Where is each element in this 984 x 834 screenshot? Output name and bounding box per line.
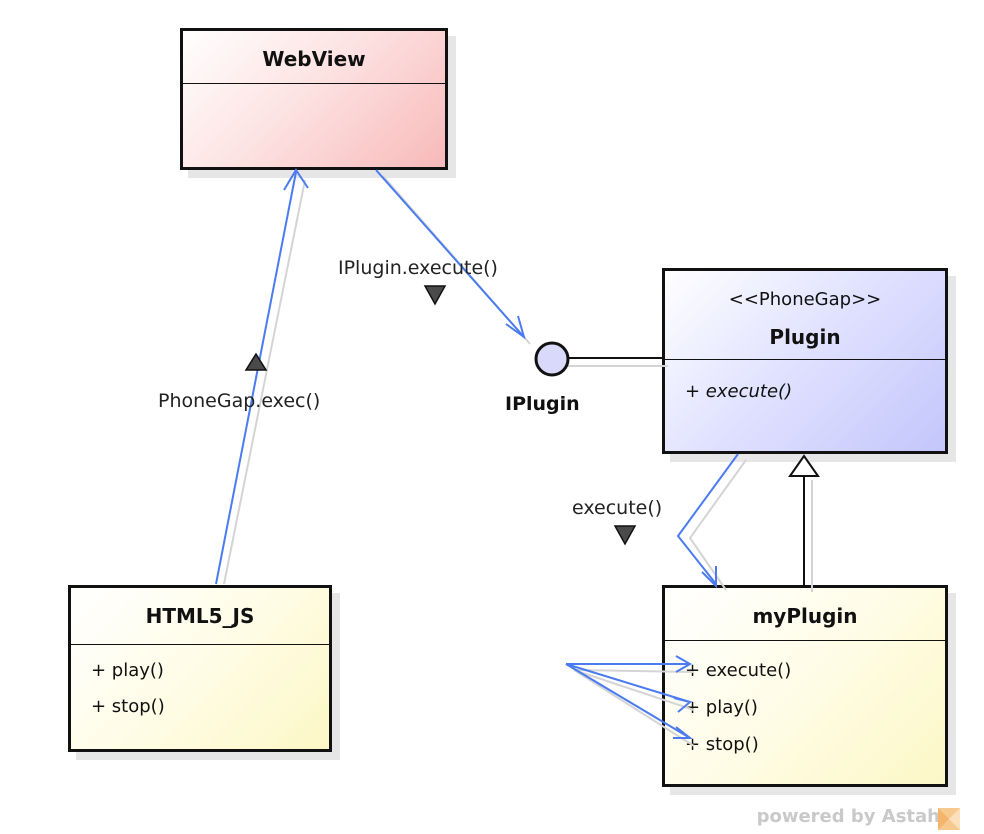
webview-class-name: WebView	[262, 47, 366, 71]
direction-triangle-down-icon	[613, 525, 637, 546]
message-arrowhead-phonegap-exec	[283, 168, 309, 191]
webview-separator	[183, 83, 445, 84]
myplugin-separator	[665, 640, 945, 641]
message-line-iplugin-execute[interactable]	[375, 169, 525, 338]
connector-shadows	[223, 175, 813, 592]
html5-js-operation-stop: + stop()	[91, 696, 165, 717]
myplugin-operation-execute: + execute()	[685, 660, 792, 681]
html5-js-separator	[71, 644, 329, 645]
message-label-iplugin-execute: IPlugin.execute()	[338, 257, 498, 279]
webview-class[interactable]: WebView	[180, 28, 448, 170]
self-message-lines[interactable]	[565, 655, 693, 739]
myplugin-class-name: myPlugin	[752, 604, 858, 628]
direction-triangle-up-icon	[244, 352, 268, 371]
myplugin-operation-play: + play()	[685, 697, 758, 718]
message-line-phonegap-exec[interactable]	[215, 171, 297, 585]
html5-js-class[interactable]: HTML5_JS + play() + stop()	[68, 585, 332, 752]
generalization-arrowhead-icon	[788, 454, 820, 477]
html5-js-operation-play: + play()	[91, 660, 164, 681]
interface-label-iplugin: IPlugin	[505, 393, 580, 415]
powered-by-label: powered by Astah	[756, 806, 940, 827]
plugin-class-name: Plugin	[769, 325, 841, 349]
message-label-execute: execute()	[572, 497, 663, 519]
message-arrowhead-iplugin-execute	[505, 315, 526, 340]
myplugin-operation-stop: + stop()	[685, 734, 759, 755]
message-label-phonegap-exec: PhoneGap.exec()	[158, 390, 321, 412]
self-message-shadows	[573, 669, 695, 747]
astah-logo-icon	[938, 808, 960, 830]
plugin-separator	[665, 359, 945, 360]
plugin-class[interactable]: <<PhoneGap>> Plugin + execute()	[662, 268, 948, 454]
plugin-operation-execute: + execute()	[685, 381, 793, 402]
myplugin-class[interactable]: myPlugin + execute() + play() + stop()	[662, 585, 948, 787]
html5-js-class-name: HTML5_JS	[145, 604, 255, 628]
message-arrowhead-execute	[701, 566, 717, 589]
direction-triangle-down-icon	[423, 285, 447, 306]
message-line-execute[interactable]	[676, 453, 739, 585]
plugin-stereotype: <<PhoneGap>>	[728, 289, 882, 310]
interface-lollipop-icon[interactable]	[534, 341, 570, 377]
